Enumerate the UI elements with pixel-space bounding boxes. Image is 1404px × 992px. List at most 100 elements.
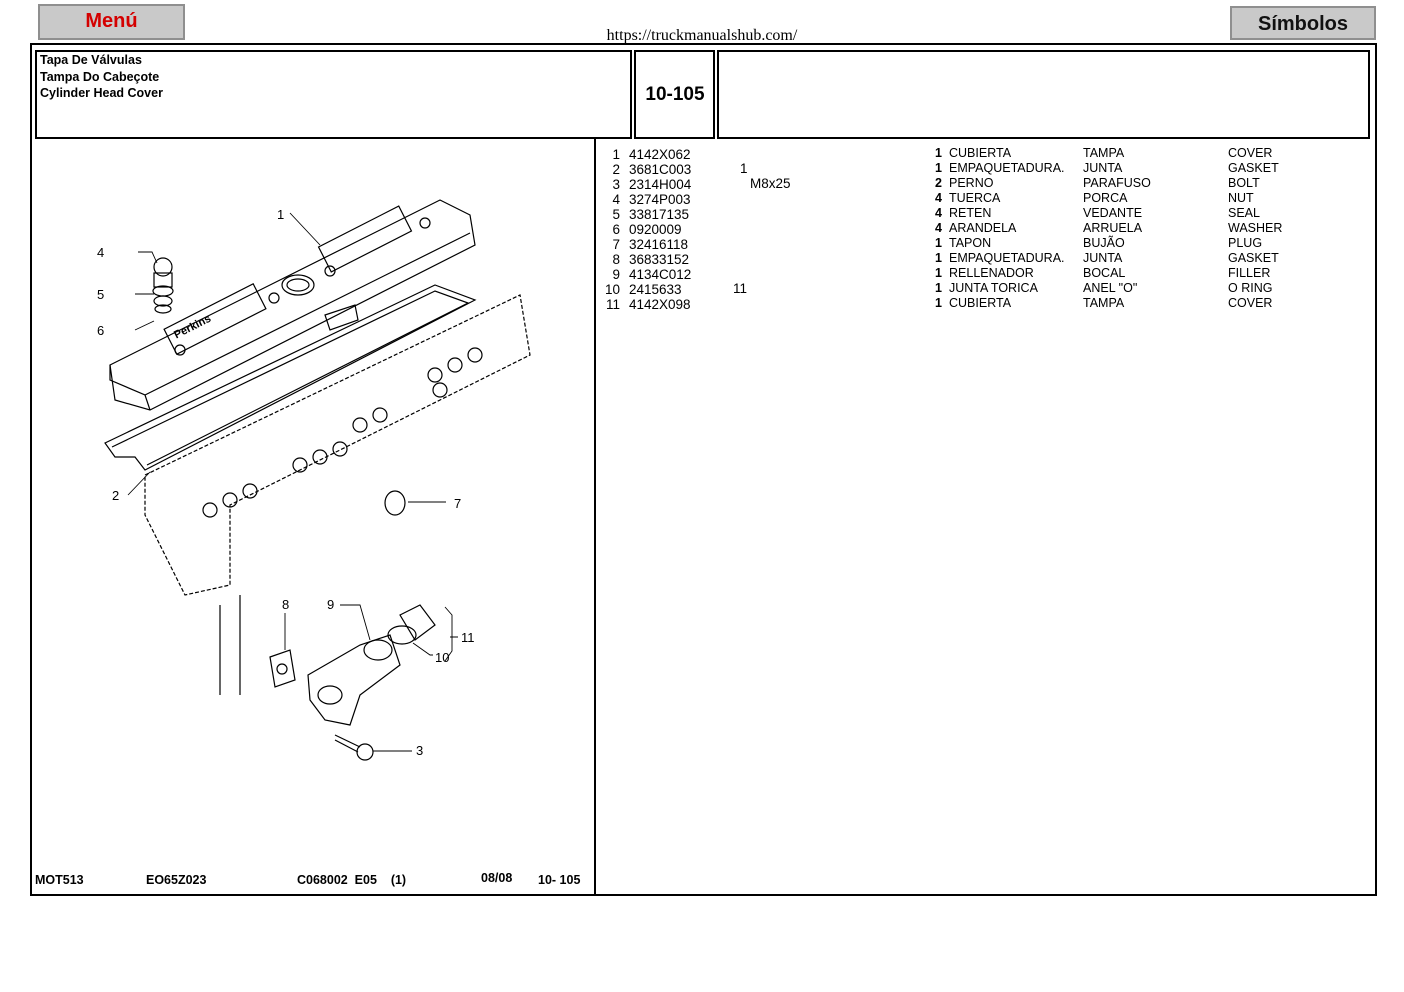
reference: 11: [733, 281, 748, 296]
quantity: 4: [935, 206, 942, 220]
name-portuguese: TAMPA: [1083, 296, 1125, 310]
name-english: SEAL: [1228, 206, 1260, 220]
name-spanish: JUNTA TORICA: [949, 281, 1038, 295]
name-portuguese: PARAFUSO: [1083, 176, 1151, 190]
callout-4: 4: [97, 245, 105, 260]
name-spanish: CUBIERTA: [949, 146, 1012, 160]
source-url[interactable]: https://truckmanualshub.com/: [606, 27, 798, 44]
name-portuguese: VEDANTE: [1083, 206, 1143, 220]
footer-catalog: C068002 E05 (1): [297, 873, 407, 887]
callout-8: 8: [282, 597, 290, 612]
item-number: 11: [605, 297, 620, 312]
part-number: 2314H004: [629, 177, 692, 192]
nut-seal-washer-part: [152, 257, 174, 314]
callout-2: 2: [112, 488, 120, 503]
item-number: 4: [612, 192, 620, 207]
callout-11: 11: [461, 630, 475, 645]
name-english: BOLT: [1228, 176, 1260, 190]
reference: 1: [740, 161, 748, 176]
gasket-part: [104, 284, 477, 471]
part-number: 32416118: [629, 237, 689, 252]
quantity: 1: [935, 161, 942, 175]
part-number: 0920009: [629, 222, 682, 237]
symbols-button[interactable]: Símbolos: [1230, 6, 1376, 40]
quantity: 1: [935, 266, 942, 280]
quantity: 1: [935, 296, 942, 310]
quantity: 2: [935, 176, 942, 190]
name-english: PLUG: [1228, 236, 1263, 250]
name-english: NUT: [1228, 191, 1254, 205]
part-number: 2415633: [629, 282, 682, 297]
item-number: 8: [612, 252, 620, 267]
filler-gasket-part: [269, 649, 296, 688]
filler-part: [307, 634, 401, 726]
title-portuguese: Tampa Do Cabeçote: [40, 70, 160, 84]
quantity: 1: [935, 146, 942, 160]
quantity: 1: [935, 281, 942, 295]
item-number: 3: [612, 177, 620, 192]
size: M8x25: [750, 176, 791, 191]
item-number: 2: [612, 162, 620, 177]
name-portuguese: JUNTA: [1083, 251, 1123, 265]
name-spanish: CUBIERTA: [949, 296, 1012, 310]
part-number: 3681C003: [629, 162, 692, 177]
name-spanish: TUERCA: [949, 191, 1001, 205]
footer-model: MOT513: [35, 873, 84, 887]
title-box: [35, 50, 632, 139]
o-ring-part: [387, 625, 417, 645]
page-frame: [30, 43, 1377, 896]
callout-10: 10: [435, 650, 450, 665]
footer-date: 08/08: [481, 871, 513, 885]
part-number: 4142X062: [629, 147, 691, 162]
name-english: COVER: [1228, 296, 1273, 310]
part-number: 33817135: [629, 207, 690, 222]
valve-cover-part: [109, 199, 476, 411]
name-english: O RING: [1228, 281, 1273, 295]
name-english: WASHER: [1228, 221, 1283, 235]
part-number: 3274P003: [629, 192, 691, 207]
name-portuguese: TAMPA: [1083, 146, 1125, 160]
callout-9: 9: [327, 597, 335, 612]
callout-5: 5: [97, 287, 105, 302]
item-number: 10: [604, 282, 620, 297]
item-number: 7: [612, 237, 620, 252]
name-portuguese: BOCAL: [1083, 266, 1126, 280]
item-number: 9: [612, 267, 620, 282]
quantity: 1: [935, 251, 942, 265]
title-spanish: Tapa De Válvulas: [40, 53, 142, 67]
name-spanish: EMPAQUETADURA.: [949, 161, 1065, 175]
exploded-view-drawing: [104, 199, 531, 761]
name-portuguese: JUNTA: [1083, 161, 1123, 175]
footer-page: 10- 105: [538, 873, 581, 887]
name-spanish: RETEN: [949, 206, 992, 220]
part-number: 36833152: [629, 252, 690, 267]
quantity: 1: [935, 236, 942, 250]
part-number: 4142X098: [629, 297, 691, 312]
callout-6: 6: [97, 323, 105, 338]
plug-part: [384, 490, 406, 516]
section-code: 10-105: [645, 84, 705, 105]
menu-button[interactable]: Menú: [38, 4, 185, 40]
notes-box: [717, 50, 1370, 139]
name-portuguese: ARRUELA: [1083, 221, 1143, 235]
item-number: 5: [612, 207, 620, 222]
callout-7: 7: [454, 496, 462, 511]
section-code-box: [634, 50, 715, 139]
name-portuguese: BUJÃO: [1083, 236, 1125, 250]
name-english: FILLER: [1228, 266, 1271, 280]
name-spanish: RELLENADOR: [949, 266, 1034, 280]
name-portuguese: ANEL "O": [1083, 281, 1138, 295]
valve-springs-part: [202, 347, 483, 518]
name-spanish: ARANDELA: [949, 221, 1017, 235]
name-english: GASKET: [1228, 251, 1279, 265]
part-number: 4134C012: [629, 267, 692, 282]
quantity: 4: [935, 191, 942, 205]
divider: [594, 139, 596, 896]
callout-1: 1: [277, 207, 285, 222]
name-spanish: PERNO: [949, 176, 994, 190]
footer-engine: EO65Z023: [146, 873, 207, 887]
bolt-part: [334, 734, 361, 753]
name-spanish: EMPAQUETADURA.: [949, 251, 1065, 265]
callout-3: 3: [416, 743, 424, 758]
name-english: GASKET: [1228, 161, 1279, 175]
